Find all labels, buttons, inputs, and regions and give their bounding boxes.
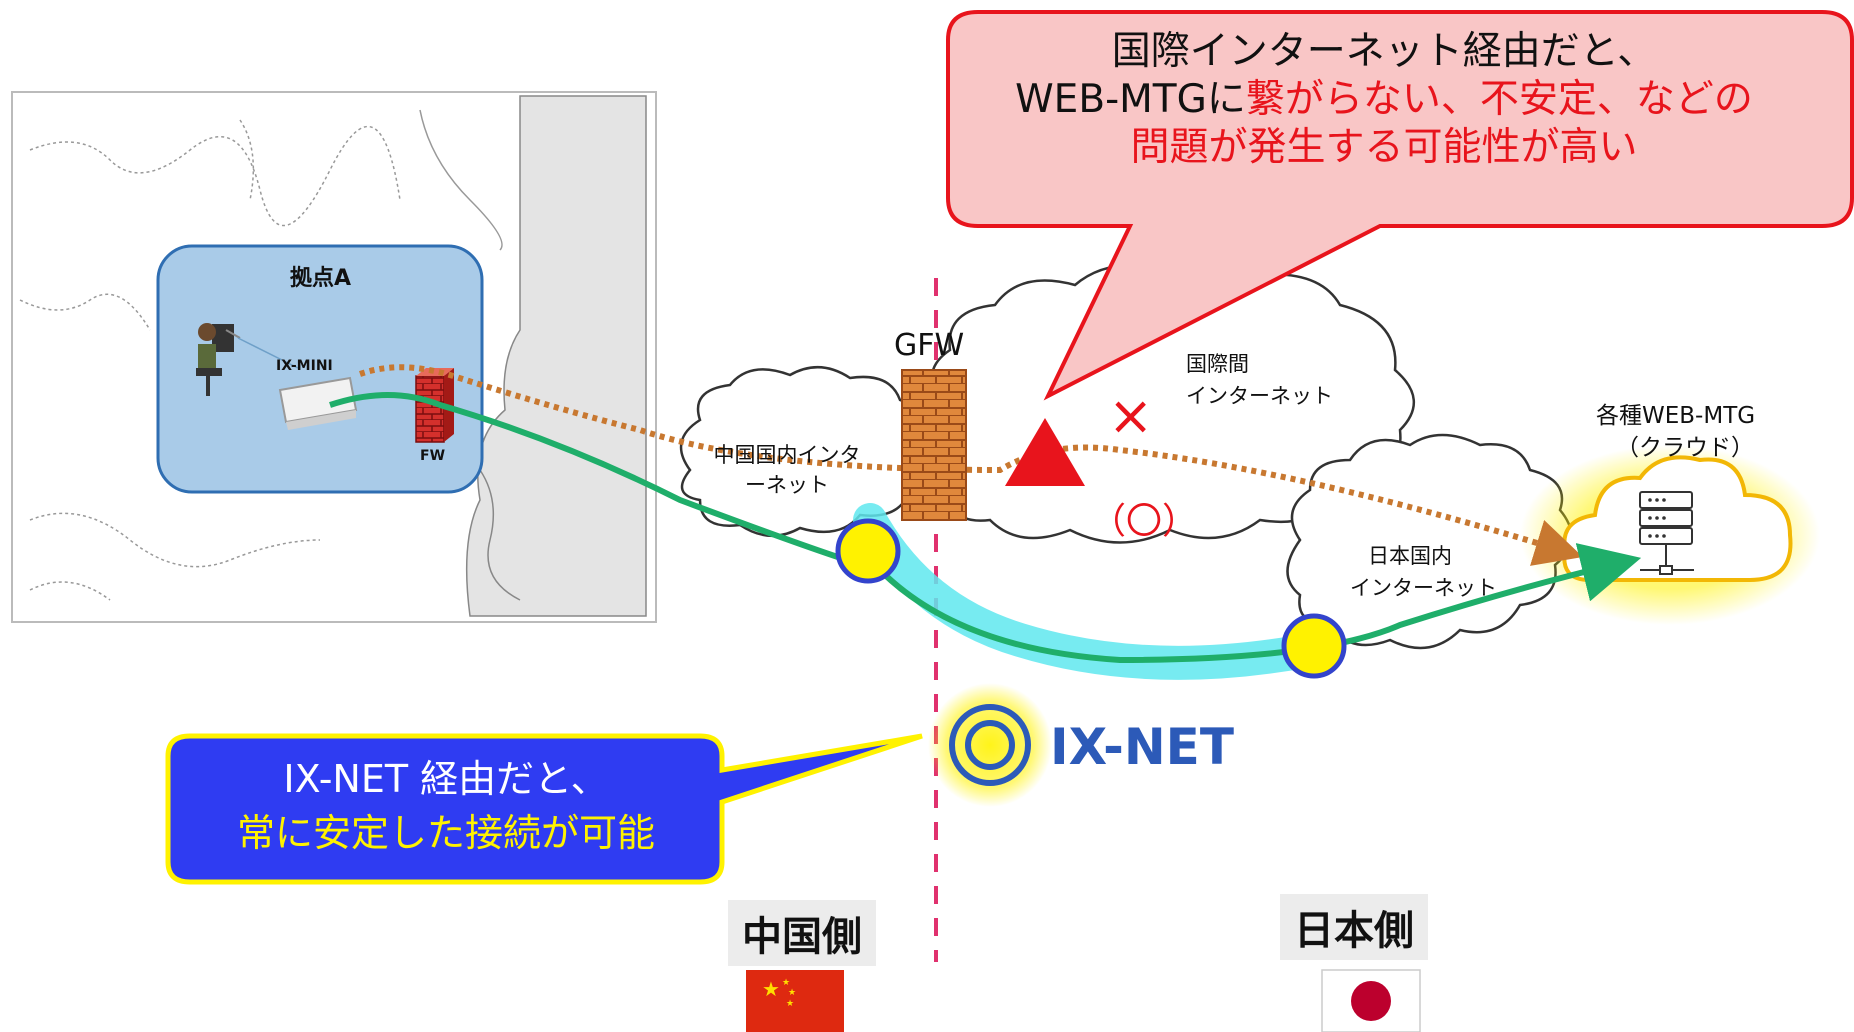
gfw-label: GFW <box>894 328 965 363</box>
callout-red-text: 国際インターネット経由だと、 WEB-MTGに繋がらない、不安定、などの 問題が… <box>944 28 1824 220</box>
japan-cloud-line1: 日本国内 <box>1368 544 1452 568</box>
japan-flag-icon <box>1321 969 1421 1032</box>
callout-red-line2: WEB-MTGに繋がらない、不安定、などの <box>944 76 1824 124</box>
callout-red-bubble <box>946 10 1854 401</box>
callout-red-line3: 問題が発生する可能性が高い <box>1130 125 1638 170</box>
green-route <box>329 392 1642 664</box>
firewall-label: FW <box>420 448 446 464</box>
svg-text:★: ★ <box>762 977 780 1001</box>
device-label: IX-MINI <box>276 358 333 374</box>
gfw-wall <box>901 369 967 521</box>
svg-text:★: ★ <box>782 978 790 988</box>
site-a-box <box>156 244 484 494</box>
svg-text:★: ★ <box>788 988 796 998</box>
circle-paren-mark: （〇） <box>1090 501 1199 542</box>
international-cloud-line2: インターネット <box>1186 384 1333 408</box>
ixnet-node-china <box>835 518 901 584</box>
ixnet-logo-text: IX-NET <box>1050 718 1234 776</box>
cross-mark: × <box>1108 384 1154 447</box>
callout-blue-line1: IX-NET 経由だと、 <box>283 757 609 801</box>
ix-mini-device-icon <box>278 376 358 430</box>
callout-blue-text: IX-NET 経由だと、 常に安定した接続が可能 <box>170 752 722 878</box>
web-mtg-line2: （クラウド） <box>1616 435 1754 461</box>
china-map <box>11 91 657 623</box>
ixnet-route-band <box>853 503 1327 680</box>
china-side-label: 中国側 <box>728 900 876 966</box>
ixnet-node-japan <box>1281 613 1347 679</box>
japan-side-label: 日本側 <box>1280 894 1428 960</box>
callout-red-line2-highlight: 繋がらない、不安定、などの <box>1245 77 1753 122</box>
china-flag-icon: ★ ★ ★ ★ <box>746 970 844 1032</box>
japan-cloud-line2: インターネット <box>1350 576 1497 600</box>
international-cloud-line1: 国際間 <box>1186 352 1249 376</box>
server-icon <box>1639 491 1694 575</box>
callout-blue-line2: 常に安定した接続が可能 <box>236 811 655 855</box>
ixnet-logo-icon <box>928 683 1052 807</box>
web-mtg-line1: 各種WEB-MTG <box>1596 403 1756 429</box>
china-cloud-label: 中国国内インターネット <box>713 443 861 497</box>
svg-text:★: ★ <box>786 999 794 1009</box>
callout-red-line1: 国際インターネット経由だと、 <box>1111 29 1657 74</box>
callout-blue-bubble <box>165 733 923 885</box>
internet-route-dotted <box>359 364 1583 566</box>
site-firewall-icon <box>415 368 454 443</box>
site-title: 拠点A <box>290 266 352 291</box>
callout-red-line2-prefix: WEB-MTGに <box>1015 77 1246 122</box>
person-icon <box>196 323 241 396</box>
warning-triangle <box>1005 418 1085 486</box>
